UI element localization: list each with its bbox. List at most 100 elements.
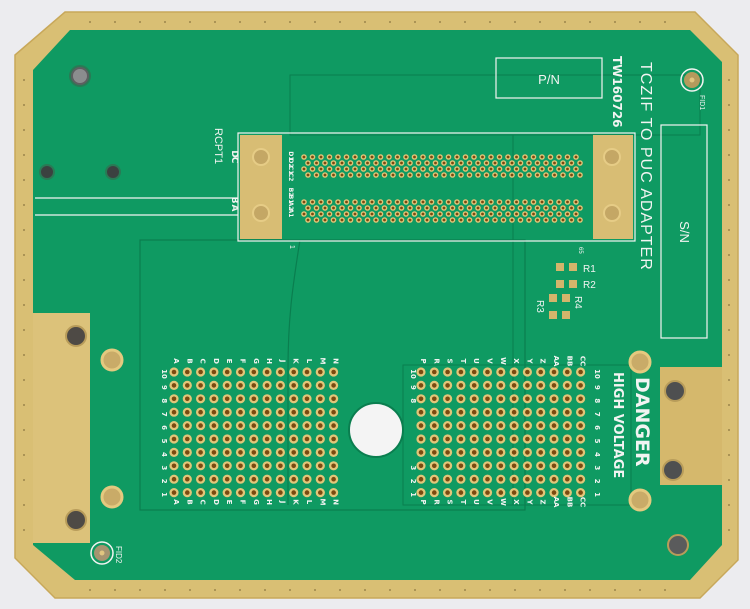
grid-row-label: 3 <box>409 465 417 470</box>
grid-column-label: CC <box>579 497 587 507</box>
grid-column-label: P <box>419 358 427 363</box>
grid-column-label: X <box>512 499 520 505</box>
grid-row-label: 5 <box>593 439 601 444</box>
connector-pin1-mark: 1 <box>288 245 295 249</box>
grid-column-label: T <box>459 500 467 505</box>
grid-column-label: H <box>265 358 273 364</box>
grid-row-label: 4 <box>593 452 601 457</box>
resistor-r3: R3 <box>534 300 545 313</box>
grid-column-label: T <box>459 359 467 364</box>
grid-column-label: Z <box>539 499 547 504</box>
board-title: TCZIF TO PUC ADAPTER <box>637 62 654 271</box>
serial-number-label: S/N <box>677 221 692 243</box>
connector-row-label: B2 <box>287 188 294 197</box>
grid-row-label: 8 <box>593 398 601 403</box>
grid-row-label: 4 <box>160 452 168 457</box>
grid-column-label: G <box>252 358 260 364</box>
grid-row-label: 6 <box>593 425 601 430</box>
grid-row-label: 10 <box>409 369 417 379</box>
edge-vias <box>23 21 730 591</box>
grid-column-label: AA <box>552 356 560 367</box>
grid-column-label: D <box>212 358 220 364</box>
grid-column-label: S <box>446 358 454 363</box>
grid-column-label: Y <box>525 357 533 364</box>
grid-column-label: Z <box>539 358 547 363</box>
fid2-label: FID2 <box>114 546 123 564</box>
grid-row-label: 10 <box>160 369 168 379</box>
warning-danger: DANGER <box>631 377 653 467</box>
connector-side-label: C <box>229 157 239 164</box>
resistor-footprints <box>549 263 577 319</box>
connector-outline <box>237 132 636 242</box>
grid-row-label: 1 <box>409 492 417 497</box>
grid-column-label: V <box>486 358 494 364</box>
grid-row-label: 1 <box>593 492 601 497</box>
mounting-holes <box>39 65 689 556</box>
connector-row-label: D2 <box>287 158 294 167</box>
part-number-box <box>495 57 603 99</box>
connector-side-label: D <box>229 150 239 157</box>
grid-column-label: J <box>278 500 286 504</box>
grid-column-label: E <box>225 500 233 505</box>
grid-row-label: 2 <box>160 479 168 484</box>
grid-row-label: 7 <box>160 412 168 417</box>
grid-row-label: 2 <box>593 479 601 484</box>
grid-column-label: F <box>239 359 247 364</box>
connector-row-label: A2 <box>287 202 294 211</box>
grid-column-label: N <box>332 358 340 364</box>
fid1-label: FID1 <box>698 95 705 110</box>
grid-column-label: BB <box>565 356 573 367</box>
grid-column-label: G <box>252 499 260 505</box>
connector-side-label: A <box>229 205 239 212</box>
connector-side-labels: CD BA <box>229 150 239 211</box>
grid-column-label: V <box>486 499 494 505</box>
fiducial-fid2 <box>90 541 114 565</box>
grid-column-label: U <box>472 499 480 505</box>
grid-column-label: A <box>172 358 180 364</box>
grid-column-label: B <box>185 358 193 363</box>
grid-row-label: 1 <box>160 492 168 497</box>
grid-column-label: W <box>499 357 507 365</box>
left-gold-tab <box>33 313 90 543</box>
grid-row-label: 6 <box>160 425 168 430</box>
grid-column-label: D <box>212 499 220 505</box>
grid-row-label: 9 <box>160 385 168 390</box>
connector-ref: RCPT1 <box>212 128 224 164</box>
grid-column-label: W <box>499 498 507 506</box>
grid-column-label: U <box>472 358 480 364</box>
grid-row-label: 9 <box>409 385 417 390</box>
grid-row-label: 7 <box>593 412 601 417</box>
warning-high-voltage: HIGH VOLTAGE <box>610 372 625 478</box>
part-number-label: P/N <box>538 72 560 87</box>
grid-column-label: F <box>239 500 247 505</box>
connector-row-label: A1 <box>287 209 294 218</box>
center-hole <box>348 402 404 458</box>
grid-row-label: 9 <box>593 385 601 390</box>
grid-row-label: 2 <box>409 479 417 484</box>
small-mark: 65 <box>577 247 583 254</box>
grid-row-label: 3 <box>160 465 168 470</box>
grid-column-label: BB <box>565 497 573 508</box>
resistor-r4: R4 <box>572 296 583 309</box>
grid-column-label: C <box>199 499 207 504</box>
grid-labels: AABBCCDDEEFFGGHHJJKKLLMMNN10987654321PPR… <box>160 356 601 508</box>
serial-number-box <box>660 124 708 339</box>
grid-column-label: S <box>446 499 454 504</box>
connector-row-label: D1 <box>287 151 294 160</box>
grid-column-label: E <box>225 359 233 364</box>
connector-pin-field <box>301 154 583 223</box>
grid-column-label: H <box>265 499 273 505</box>
grid-column-label: M <box>318 499 326 506</box>
grid-column-label: M <box>318 358 326 365</box>
grid-column-label: K <box>292 499 300 505</box>
grid-row-label: 5 <box>160 439 168 444</box>
grid-column-label: P <box>419 499 427 504</box>
grid-column-label: CC <box>579 356 587 366</box>
grid-column-label: J <box>278 359 286 363</box>
proto-grid-right <box>416 367 586 498</box>
grid-column-label: R <box>432 499 440 505</box>
connector-side-label: B <box>229 197 239 204</box>
grid-column-label: X <box>512 358 520 364</box>
connector-row-label: C1 <box>287 166 294 175</box>
